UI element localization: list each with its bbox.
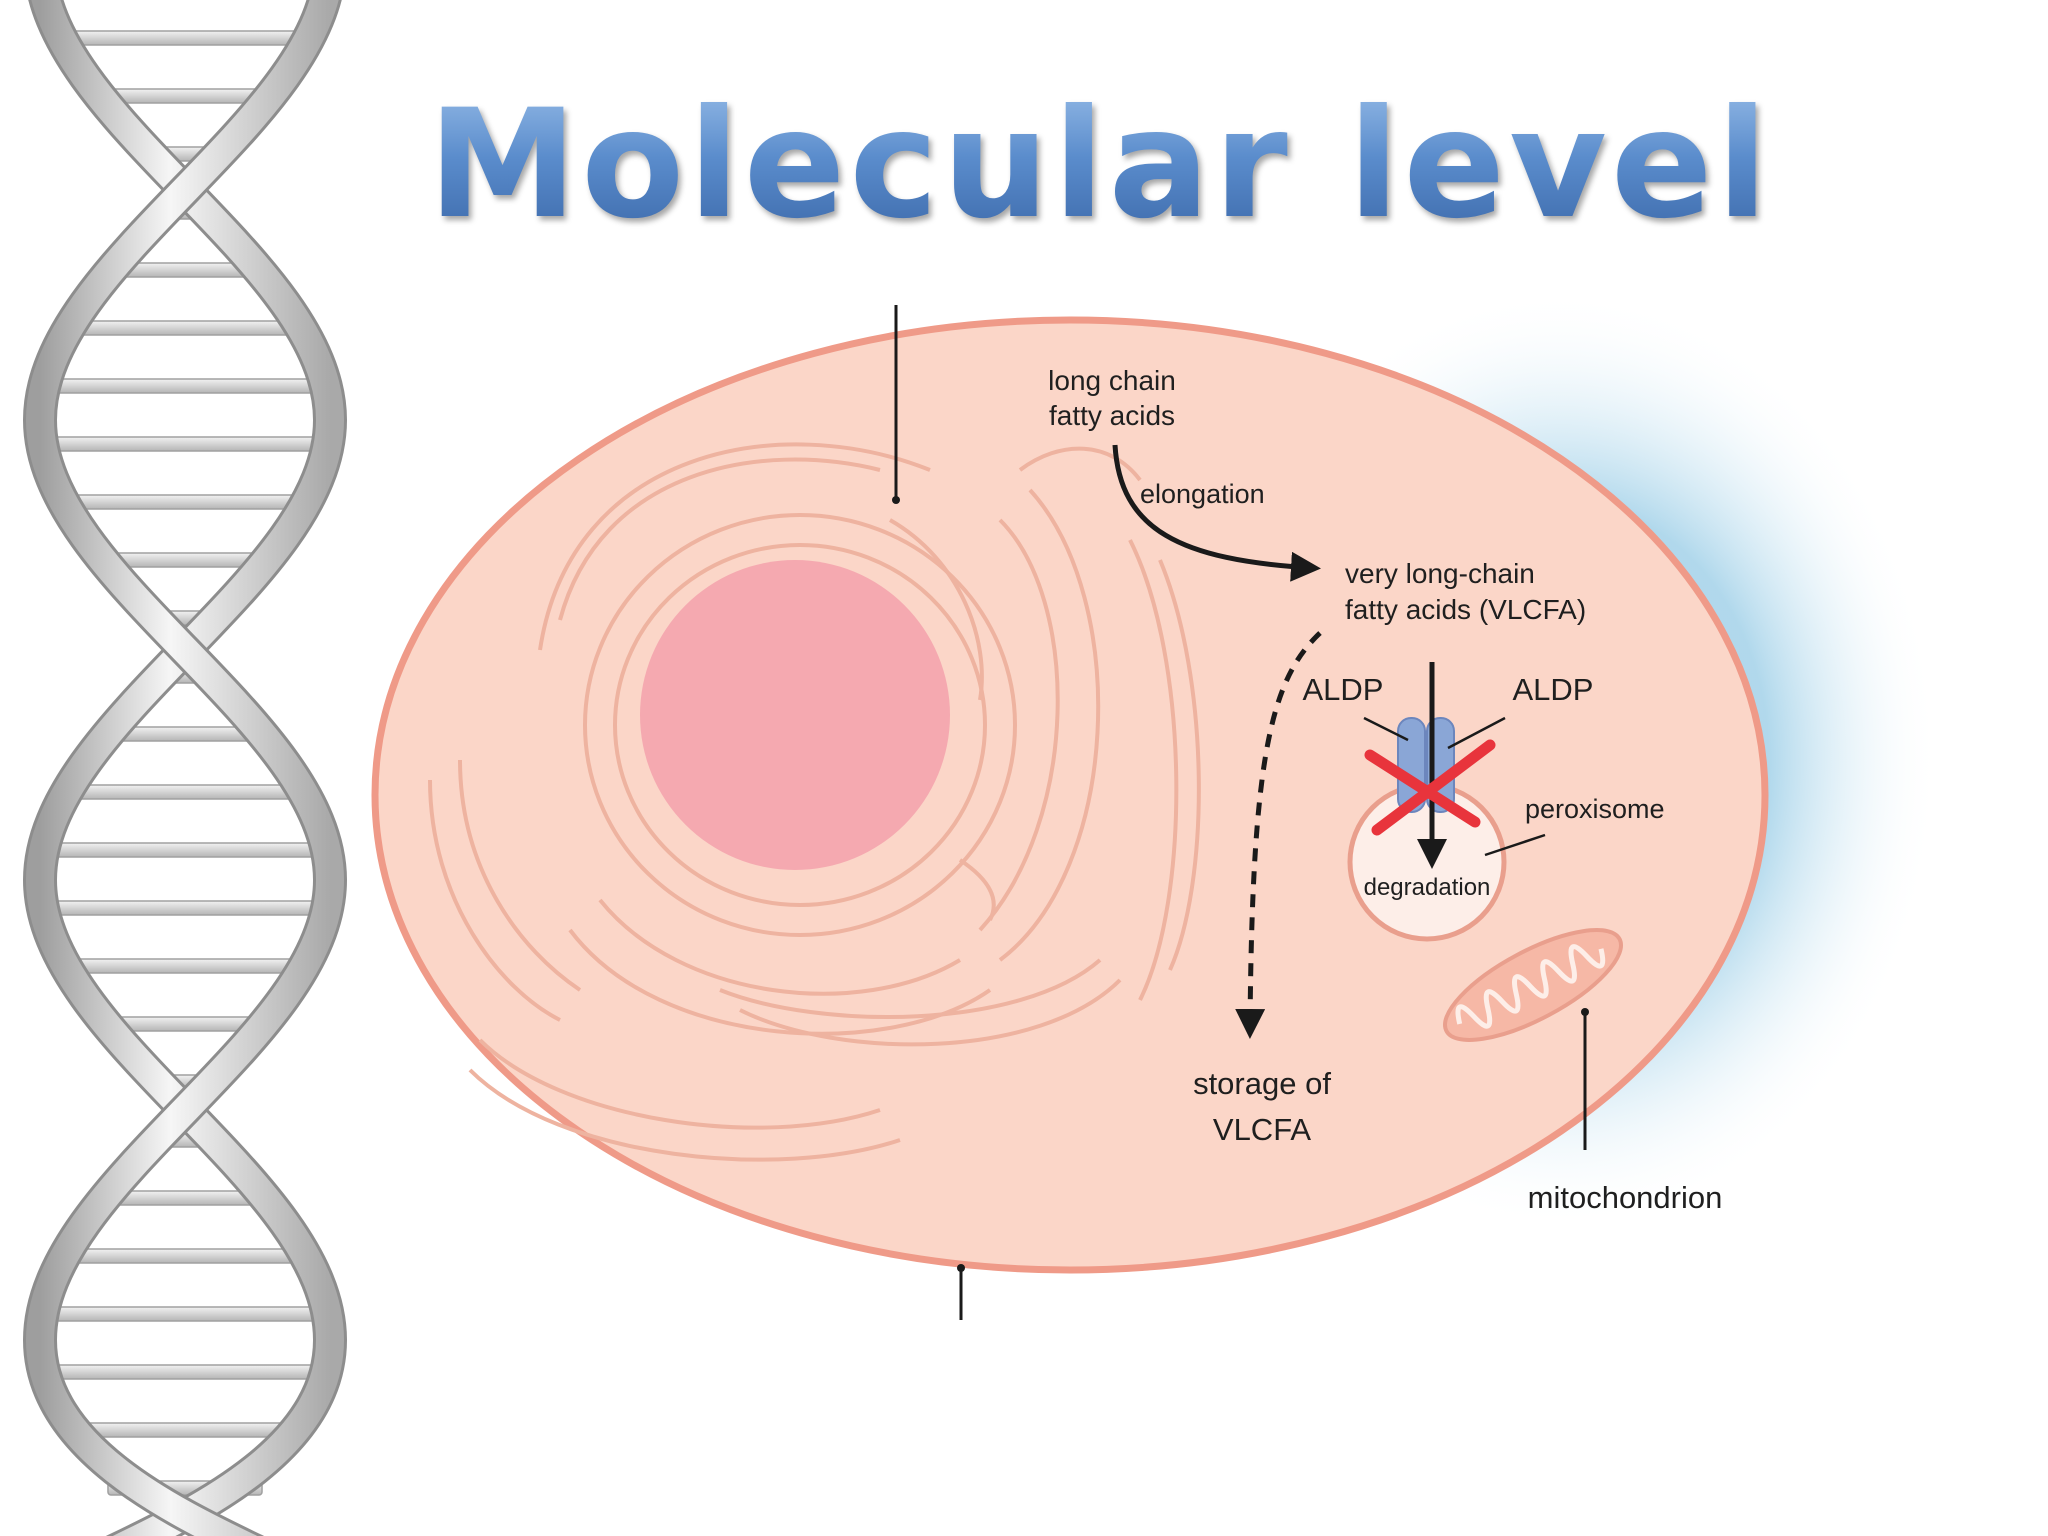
aldp-right-pointer bbox=[1447, 716, 1506, 750]
label-vlcfa: fatty acids (VLCFA) bbox=[1345, 594, 1586, 625]
slide-title: Molecular level bbox=[420, 90, 1780, 240]
mitochondrion bbox=[1443, 928, 1623, 1042]
label-peroxisome: peroxisome bbox=[1525, 794, 1665, 824]
label-fatty-acids: fatty acids bbox=[1049, 400, 1175, 431]
cell-membrane bbox=[371, 316, 1769, 1274]
label-storage-vlcfa: VLCFA bbox=[1213, 1112, 1312, 1147]
nucleus bbox=[640, 560, 950, 870]
label-degradation: degradation bbox=[1364, 874, 1491, 901]
label-storage-of: storage of bbox=[1193, 1066, 1331, 1101]
peroxisome-pointer bbox=[1484, 833, 1546, 857]
label-mitochondrion: mitochondrion bbox=[1528, 1180, 1723, 1215]
peroxisome bbox=[1347, 782, 1507, 942]
label-long-chain: long chain bbox=[1048, 365, 1176, 396]
label-elongation: elongation bbox=[1140, 479, 1265, 509]
storage-arrow bbox=[1235, 631, 1322, 1039]
label-aldp-left: ALDP bbox=[1303, 672, 1384, 707]
endoplasmic-reticulum bbox=[428, 442, 1201, 1162]
label-very-long-chain: very long-chain bbox=[1345, 558, 1535, 589]
dna-helix-icon bbox=[22, 0, 348, 1536]
aldp-left-pointer bbox=[1363, 716, 1409, 742]
elongation-arrow bbox=[1112, 444, 1321, 582]
label-aldp-right: ALDP bbox=[1513, 672, 1594, 707]
red-x-icon bbox=[1364, 739, 1496, 836]
